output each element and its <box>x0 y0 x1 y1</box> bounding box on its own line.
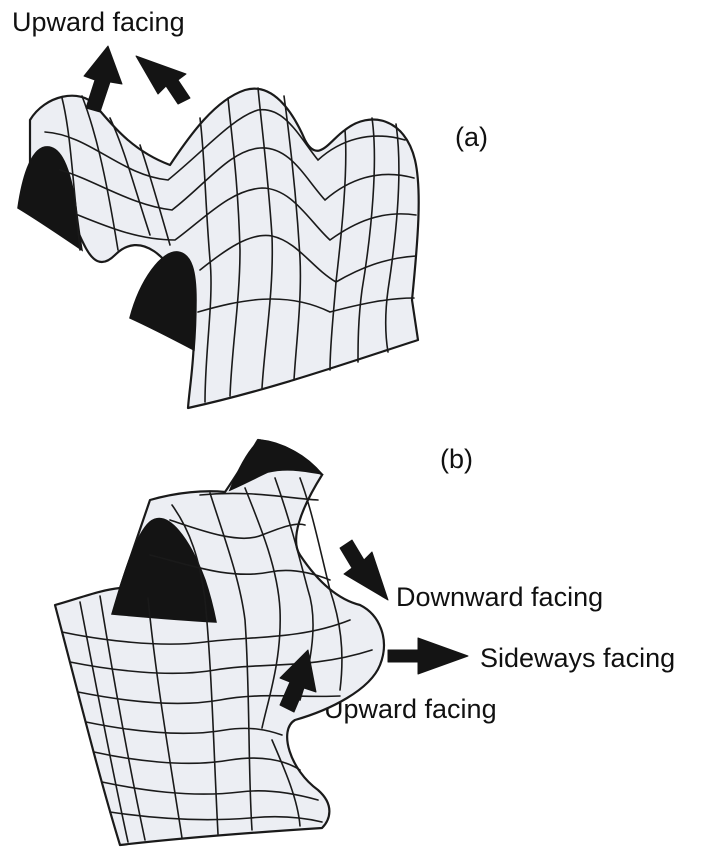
panel-b-downward-arrow <box>340 540 388 600</box>
panel-b: (b) Downward facing Sideways facing Upwa… <box>55 440 675 845</box>
panel-b-surface <box>55 440 384 845</box>
panel-b-sideways-label: Sideways facing <box>480 643 675 673</box>
panel-a-shadow-middle <box>130 252 196 350</box>
panel-a-upward-arrow-left <box>84 46 122 112</box>
panel-a-arrow-label: Upward facing <box>12 7 185 37</box>
panel-b-tag: (b) <box>440 444 473 474</box>
panel-b-sideways-arrow <box>388 638 468 674</box>
panel-b-downward-label: Downward facing <box>396 582 603 612</box>
panel-a-tag: (a) <box>455 122 488 152</box>
panel-a-upward-arrow-right <box>136 56 190 104</box>
panel-a-surface <box>30 89 419 408</box>
panel-a: Upward facing (a) <box>12 7 488 408</box>
panel-b-upward-label: Upward facing <box>324 694 497 724</box>
